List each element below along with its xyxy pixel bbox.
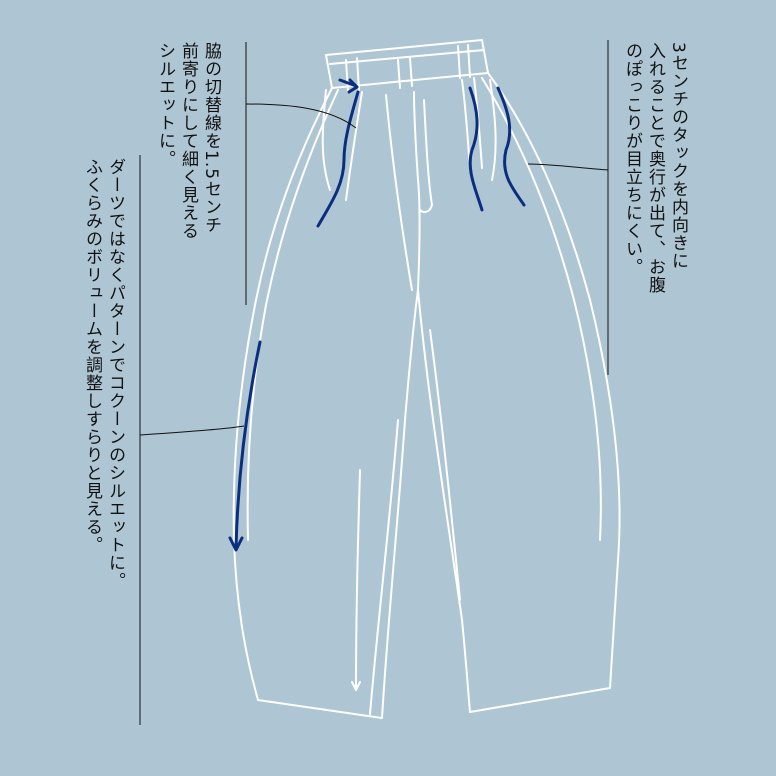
- cocoon-arrow: [234, 340, 262, 550]
- tuck-wave-left: [468, 86, 484, 212]
- annotation-arrows: [228, 78, 526, 552]
- tuck-note-line-3: のぽっこりが目立ちにくい。: [622, 42, 642, 276]
- side-seam-note-line-3: シルエットに。: [155, 42, 175, 168]
- side-seam-arrow: [316, 90, 360, 228]
- trousers-outline: [232, 39, 621, 719]
- left-top-note-leader: [245, 103, 357, 129]
- leader-lines: [139, 40, 609, 725]
- tuck-wave-right: [496, 86, 526, 207]
- tuck-note-line-1: 3センチのタックを内向きに: [668, 42, 688, 270]
- tuck-note-line-2: 入れることで奥行が出て、お腹: [645, 42, 665, 294]
- tuck-note: 3センチのタックを内向きに 入れることで奥行が出て、お腹 のぽっこりが目立ちにく…: [620, 42, 689, 294]
- cocoon-note: ダーツではなくパターンでコクーンのシルエットに。 ふくらみのボリュームを調整しす…: [80, 158, 126, 590]
- left-bottom-note-leader: [139, 425, 245, 436]
- cocoon-note-line-1: ダーツではなくパターンでコクーンのシルエットに。: [105, 158, 125, 590]
- right-note-leader: [527, 163, 609, 171]
- cocoon-note-line-2: ふくらみのボリュームを調整しすらりと見える。: [82, 158, 102, 554]
- side-seam-note: 脇の切替線を1.5センチ 前寄りにして細く見える シルエットに。: [153, 42, 222, 240]
- side-seam-note-line-2: 前寄りにして細く見える: [178, 42, 198, 240]
- side-seam-note-line-1: 脇の切替線を1.5センチ: [201, 42, 221, 235]
